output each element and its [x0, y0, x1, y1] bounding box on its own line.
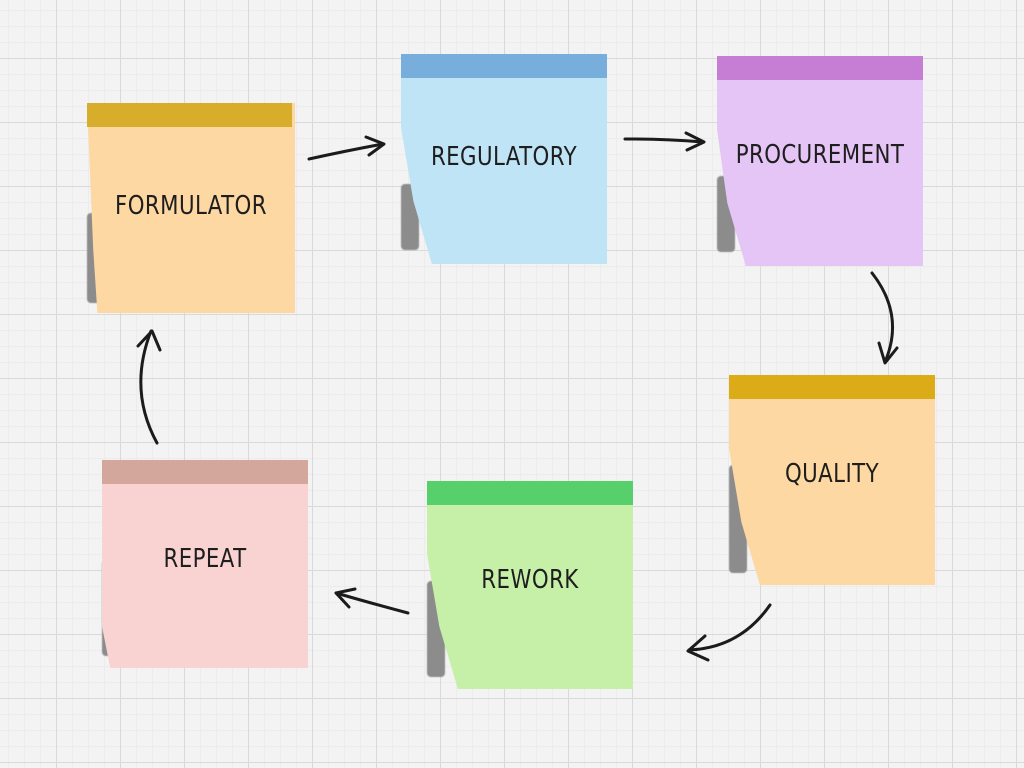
note-regulatory[interactable]: REGULATORY [401, 54, 607, 264]
note-regulatory-paper [401, 54, 607, 264]
note-regulatory-label: REGULATORY [430, 142, 578, 172]
note-repeat[interactable]: REPEAT [102, 460, 308, 668]
note-procurement-label: PROCUREMENT [735, 140, 905, 170]
arrow-procurement-to-quality [870, 271, 899, 365]
note-procurement-paper [717, 56, 923, 266]
note-rework-label: REWORK [481, 565, 579, 595]
arrow-regulatory-to-procurement [623, 131, 706, 152]
arrow-quality-to-rework [686, 603, 772, 662]
note-quality-label: QUALITY [784, 459, 880, 489]
note-quality-tape [729, 375, 935, 399]
note-rework-paper [427, 481, 633, 689]
note-formulator[interactable]: FORMULATOR [87, 103, 295, 313]
note-repeat-label: REPEAT [163, 544, 247, 574]
note-rework-tape [427, 481, 633, 505]
arrow-formulator-to-regulatory [307, 135, 386, 161]
note-quality[interactable]: QUALITY [729, 375, 935, 585]
note-regulatory-tape [401, 54, 607, 78]
note-formulator-paper [87, 103, 295, 313]
arrow-repeat-to-formulator [136, 329, 162, 445]
note-repeat-tape [102, 460, 308, 484]
note-procurement-tape [717, 56, 923, 80]
note-repeat-paper [102, 460, 308, 668]
note-formulator-tape [87, 103, 292, 127]
arrow-rework-to-repeat [334, 587, 410, 615]
note-rework[interactable]: REWORK [427, 481, 633, 689]
note-procurement[interactable]: PROCUREMENT [717, 56, 923, 266]
note-formulator-label: FORMULATOR [115, 191, 267, 221]
note-quality-paper [729, 375, 935, 585]
